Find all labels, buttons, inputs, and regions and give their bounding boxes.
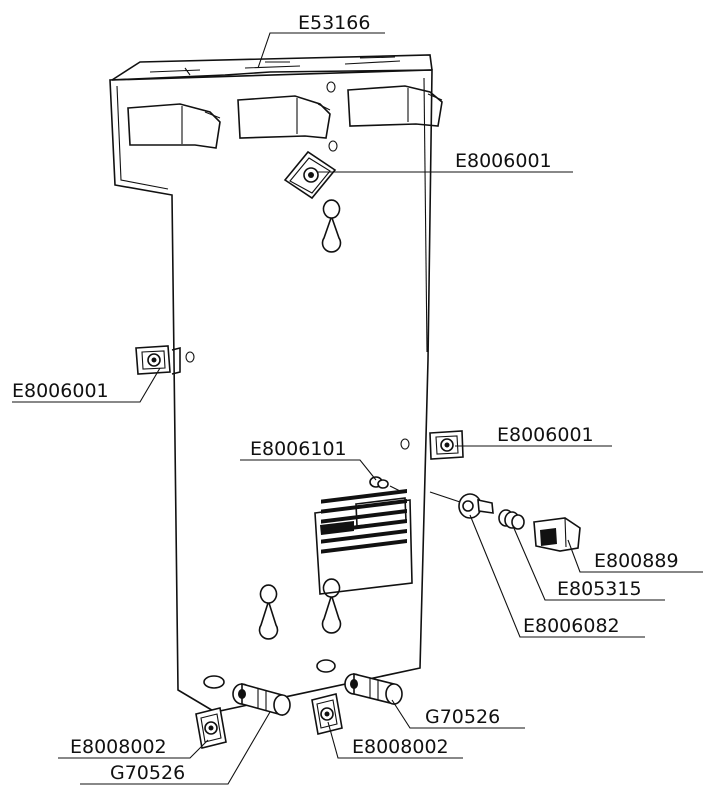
- keyhole-bottom-left: [258, 584, 279, 640]
- label-nut-bottom-right: E8008002: [352, 736, 449, 758]
- top-bracket-e53166: [111, 54, 443, 152]
- label-top-bracket: E53166: [298, 12, 370, 34]
- label-nut-top: E8006001: [455, 150, 552, 172]
- small-screw: [369, 476, 403, 493]
- cage-nut-top: [283, 150, 337, 200]
- clip: [533, 517, 581, 552]
- label-washer: E8006082: [523, 615, 620, 637]
- label-nut-left: E8006001: [12, 380, 109, 402]
- cage-nut-left: [135, 345, 181, 375]
- cage-nut-bottom-right: [311, 693, 343, 735]
- mounting-plate: [109, 69, 433, 713]
- spring: [498, 509, 525, 530]
- rating-label: [314, 489, 413, 595]
- roller-left: [232, 682, 291, 717]
- leader-lines: [12, 32, 703, 785]
- cage-nut-bottom-left: [195, 707, 227, 749]
- label-nut-bottom-left: E8008002: [70, 736, 167, 758]
- label-roller-right: G70526: [425, 706, 500, 728]
- label-clip: E800889: [594, 550, 679, 572]
- cage-nut-right: [429, 430, 464, 460]
- label-spring: E805315: [557, 578, 642, 600]
- washer: [429, 491, 494, 519]
- label-roller-left: G70526: [110, 762, 185, 784]
- roller-right: [344, 672, 403, 706]
- keyhole-bottom-right: [321, 578, 342, 634]
- label-nut-right: E8006001: [497, 424, 594, 446]
- keyhole-top: [321, 199, 342, 253]
- label-screw-small: E8006101: [250, 438, 347, 460]
